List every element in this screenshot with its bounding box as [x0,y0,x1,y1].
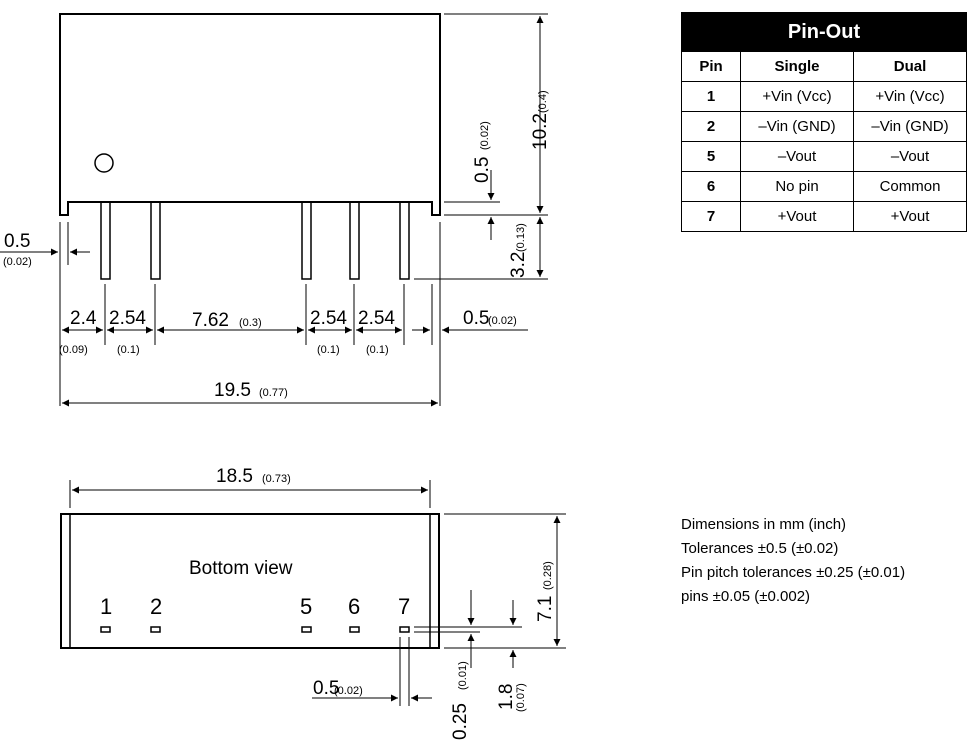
note-line: pins ±0.05 (±0.002) [681,588,811,605]
dim-total-width-inch: (0.77) [259,387,288,399]
pinout-cell-dual: +Vout [853,201,967,232]
dim-pitch-a: 2.54 [109,308,146,329]
pinout-cell-pin: 1 [681,81,741,112]
bottom-body-outline [60,513,440,649]
pinout-cell-single: No pin [740,171,854,202]
dim-pin-size-inch: (0.02) [334,685,363,697]
pinout-cell-single: +Vout [740,201,854,232]
bottom-pad-2 [150,626,161,633]
dim-bottom-height-inch: (0.28) [542,561,554,590]
table-row: 7 +Vout +Vout [681,201,967,232]
pinout-cell-single: –Vout [740,141,854,172]
top-view-labels: 10.2 (0.4) 0.5 (0.02) 3.2 (0.13) 0.5 (0.… [3,90,551,401]
dim-pitch-b: 2.54 [310,308,347,329]
dim-total-height-inch: (0.4) [537,90,549,113]
pinout-cell-single: +Vin (Vcc) [740,81,854,112]
dim-pitch-a-inch: (0.1) [117,344,140,356]
pin1-marker-circle [94,153,114,173]
pinout-cell-dual: Common [853,171,967,202]
dim-bottom-height: 7.1 [535,596,556,622]
bottom-pin-label-2: 2 [150,594,162,619]
dim-pitch-c: 2.54 [358,308,395,329]
bottom-view-label: Bottom view [189,558,293,579]
dim-pitch-c-inch: (0.1) [366,344,389,356]
dim-pitch-b-inch: (0.1) [317,344,340,356]
note-line: Dimensions in mm (inch) [681,516,847,533]
bottom-view-labels: 18.5 (0.73) Bottom view 1 2 5 6 7 7.1 (0… [100,466,556,740]
dim-body-width-inch: (0.73) [262,473,291,485]
pinout-cell-single: –Vin (GND) [740,111,854,142]
pinout-header-single: Single [740,51,854,82]
pinout-header-pin: Pin [681,51,741,82]
note-line: Tolerances ±0.5 (±0.02) [681,540,839,557]
top-pin-7 [399,201,410,280]
dim-pin-length: 3.2 [508,252,529,278]
dim-pin-width: 0.5 [4,231,30,252]
table-row: 6 No pin Common [681,171,967,202]
dim-pin-depth: 0.25 [450,703,471,740]
pinout-table: Pin-Out Pin Single Dual 1 +Vin (Vcc) +Vi… [681,12,967,232]
dim-pin-size: 0.5 [313,678,339,699]
bottom-pad-1 [100,626,111,633]
bottom-pin-label-6: 6 [348,594,360,619]
bottom-pin-label-5: 5 [300,594,312,619]
dim-pin-depth-inch: (0.01) [457,661,469,690]
note-line: Pin pitch tolerances ±0.25 (±0.01) [681,564,906,581]
dim-center-gap: 7.62 [192,310,229,331]
bottom-pad-6 [349,626,360,633]
dim-right-edge-inch: (0.02) [488,315,517,327]
top-body-outline [59,13,441,216]
pinout-cell-pin: 5 [681,141,741,172]
top-pin-5 [301,201,312,280]
top-pin-6 [349,201,360,280]
dim-edge-to-pin1: 2.4 [70,308,97,329]
table-row: 2 –Vin (GND) –Vin (GND) [681,111,967,142]
dimension-notes: Dimensions in mm (inch) Tolerances ±0.5 … [681,513,905,609]
dim-pin-offset: 1.8 [496,684,517,710]
pinout-title: Pin-Out [681,12,967,52]
pinout-cell-dual: +Vin (Vcc) [853,81,967,112]
bottom-view [60,480,566,706]
dim-total-height: 10.2 [530,113,551,150]
bottom-pin-label-1: 1 [100,594,112,619]
bottom-pad-7 [399,626,410,633]
dim-right-edge: 0.5 [463,308,489,329]
bottom-pad-5 [301,626,312,633]
top-pin-1 [100,201,111,280]
dim-total-width: 19.5 [214,380,251,401]
pinout-cell-dual: –Vout [853,141,967,172]
dim-body-width: 18.5 [216,466,253,487]
pinout-cell-pin: 2 [681,111,741,142]
dim-pin-offset-inch: (0.07) [515,683,527,712]
pinout-cell-dual: –Vin (GND) [853,111,967,142]
dim-center-gap-inch: (0.3) [239,317,262,329]
dim-standoff-inch: (0.02) [479,121,491,150]
table-row: 5 –Vout –Vout [681,141,967,172]
table-row: 1 +Vin (Vcc) +Vin (Vcc) [681,81,967,112]
top-view [0,13,548,407]
pinout-cell-pin: 7 [681,201,741,232]
dim-standoff: 0.5 [472,157,493,183]
top-pin-2 [150,201,161,280]
bottom-pin-label-7: 7 [398,594,410,619]
dim-edge-to-pin1-inch: (0.09) [59,344,88,356]
dim-pin-length-inch: (0.13) [515,223,527,252]
pinout-header-row: Pin Single Dual [681,51,967,82]
pinout-header-dual: Dual [853,51,967,82]
pinout-cell-pin: 6 [681,171,741,202]
dim-pin-width-inch: (0.02) [3,256,32,268]
